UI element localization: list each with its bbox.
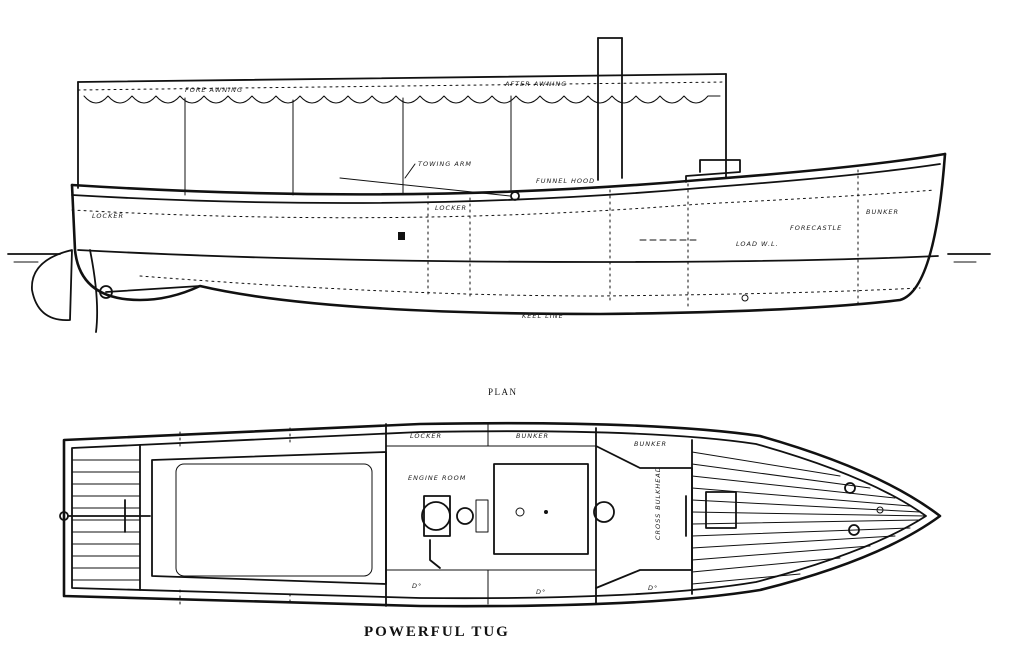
locker-aft-label: LOCKER <box>92 212 124 220</box>
cross-bulkhead-label: CROSS BULKHEAD <box>654 466 662 540</box>
keel-label: KEEL LINE <box>522 312 564 320</box>
plan-locker-label: LOCKER <box>410 432 442 440</box>
side-elevation: FORE AWNING AFTER AWNING TOWING ARM FUNN… <box>7 37 991 333</box>
locker-label: LOCKER <box>435 204 467 212</box>
engine-room: ENGINE ROOM <box>385 423 597 607</box>
plan-label: PLAN <box>488 387 518 397</box>
fore-awning-label: FORE AWNING <box>185 86 243 94</box>
plan-bunker-label-1: BUNKER <box>516 432 549 440</box>
drawing-title: POWERFUL TUG <box>364 624 510 640</box>
water-line-label: LOAD W.L. <box>736 240 779 248</box>
aft-deck <box>59 445 151 591</box>
after-awning-label: AFTER AWNING <box>504 80 567 88</box>
water-line: LOAD W.L. <box>7 240 991 263</box>
plan-d1-label: D° <box>412 582 422 590</box>
awning: FORE AWNING AFTER AWNING <box>77 73 727 196</box>
funnel-label: FUNNEL HOOD <box>536 177 595 185</box>
plan-view: ENGINE ROOM <box>59 421 942 608</box>
engine-room-label: ENGINE ROOM <box>408 474 466 482</box>
forecastle-label: FORECASTLE <box>790 224 842 232</box>
bunker-elev-label: BUNKER <box>866 208 899 216</box>
plan-d3-label: D° <box>648 584 658 592</box>
plan-d2-label: D° <box>536 588 546 596</box>
fore-deck <box>685 451 927 585</box>
funnel <box>597 37 623 181</box>
hull <box>31 152 947 333</box>
towing-arm-label: TOWING ARM <box>418 160 472 168</box>
plan-bunker-label-2: BUNKER <box>634 440 667 448</box>
